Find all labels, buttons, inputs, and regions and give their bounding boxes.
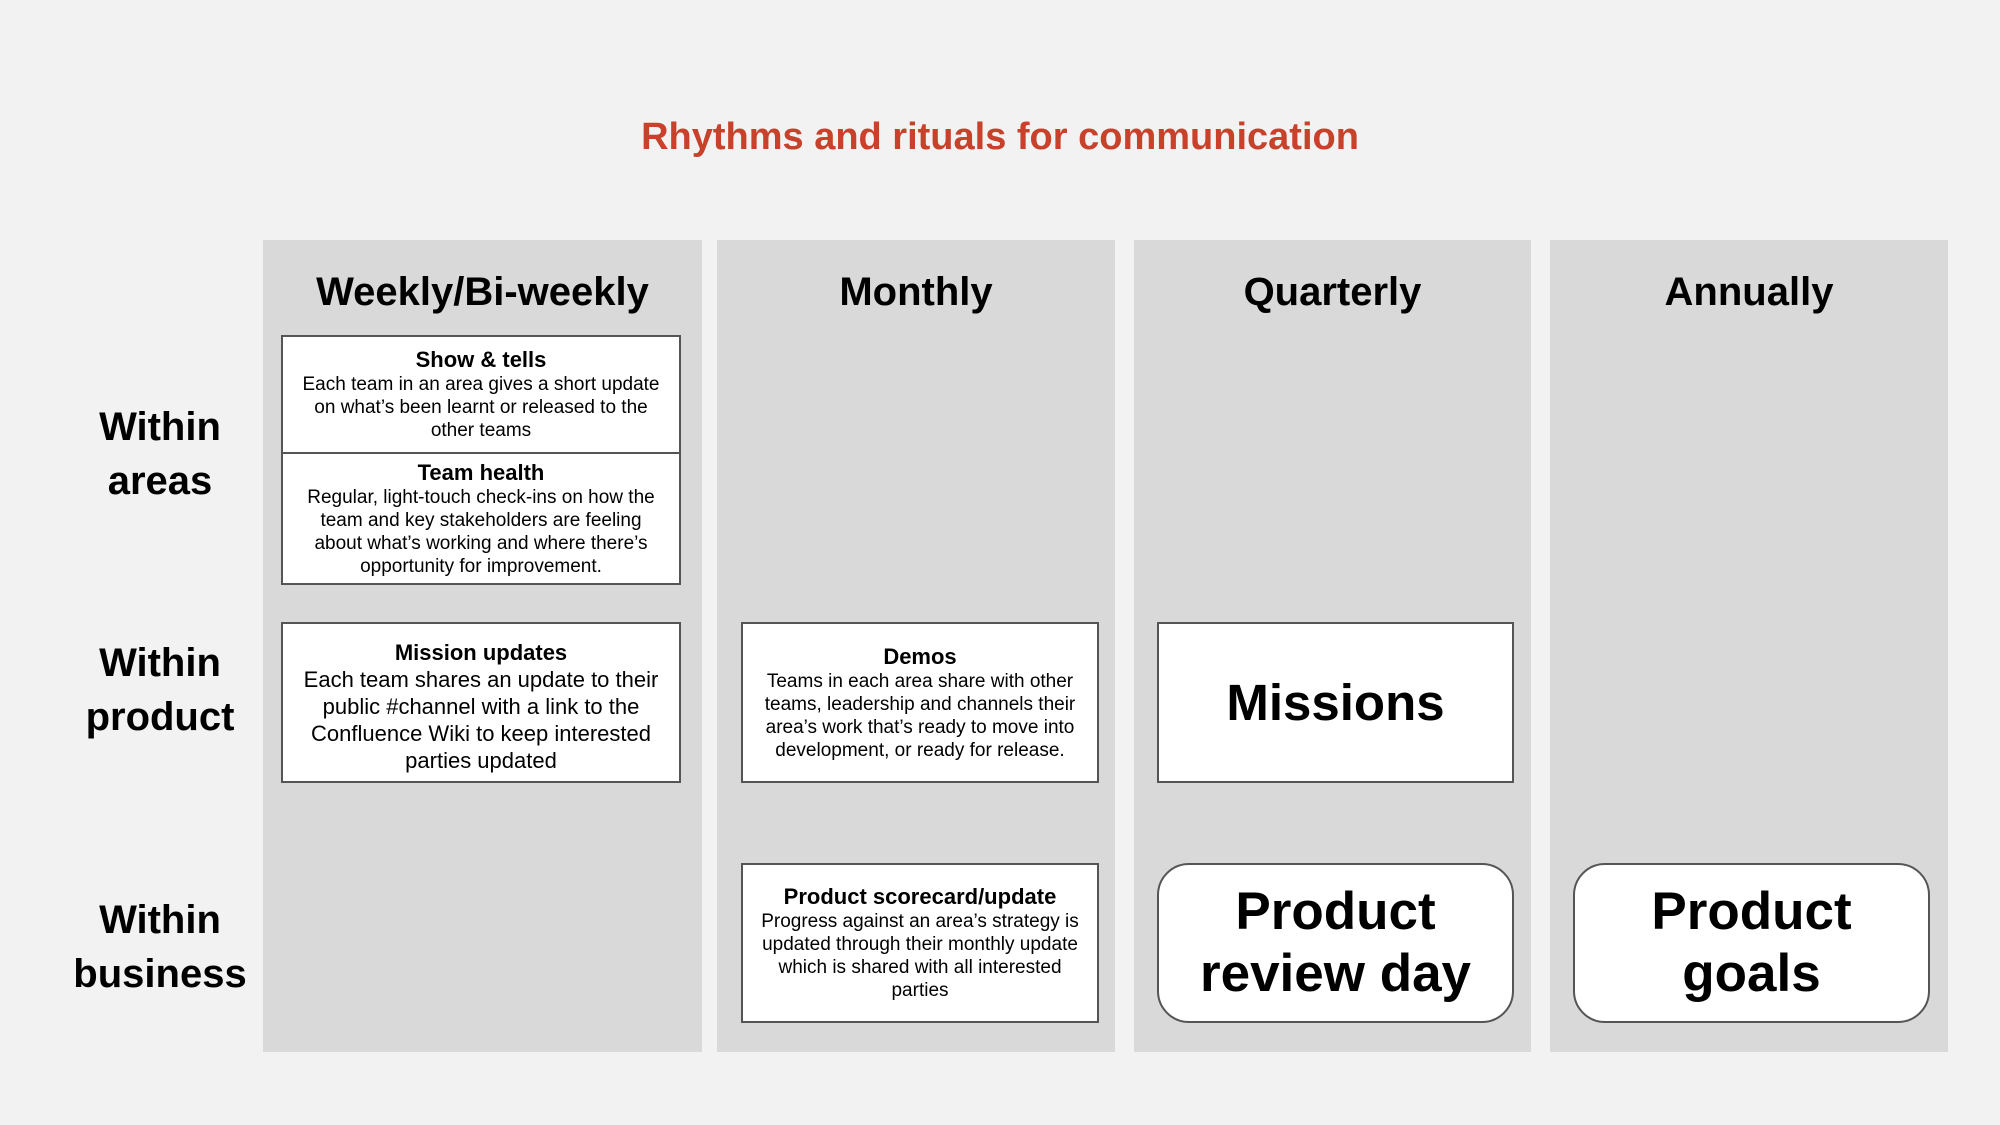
card-title: Product scorecard/update [783,884,1057,909]
column-header-annually: Annually [1664,270,1834,314]
row-label-line: areas [107,459,213,503]
card-mission-updates: Mission updates Each team shares an upda… [281,622,681,783]
row-label-line: product [85,695,235,739]
card-title: Show & tells [415,347,547,372]
card-team-health: Team health Regular, light-touch check-i… [281,452,681,585]
card-show-tells: Show & tells Each team in an area gives … [281,335,681,454]
card-body: Teams in each area share with other team… [764,670,1076,761]
card-line: review day [1199,944,1472,1003]
page-title: Rhythms and rituals for communication [641,116,1359,158]
card-body: Progress against an area’s strategy is u… [761,911,1079,1001]
card-title: Missions [1226,673,1445,731]
row-label-areas: Within areas [40,400,280,508]
row-label-business: Within business [40,893,280,1001]
card-demos: Demos Teams in each area share with othe… [741,622,1099,783]
row-label-line: Within [99,898,221,942]
card-product-goals: Product goals [1573,863,1930,1023]
card-line: Product [1235,882,1436,941]
card-body: Each team shares an update to their publ… [303,666,659,773]
card-product-review-day: Product review day [1157,863,1514,1023]
row-label-product: Within product [40,636,280,744]
card-missions: Missions [1157,622,1514,783]
card-title: Mission updates [394,639,568,665]
column-header-monthly: Monthly [839,270,993,314]
card-product-scorecard: Product scorecard/update Progress agains… [741,863,1099,1023]
row-label-line: Within [99,641,221,685]
card-body: Regular, light-touch check-ins on how th… [307,486,655,577]
card-title: Demos [883,643,957,669]
column-header-weekly: Weekly/Bi-weekly [316,270,649,314]
row-label-line: Within [99,405,221,449]
column-header-quarterly: Quarterly [1243,270,1422,314]
card-body: Each team in an area gives a short updat… [302,374,660,441]
row-label-line: business [73,952,247,996]
card-line: Product [1651,882,1852,941]
card-line: goals [1682,944,1821,1003]
card-title: Team health [417,459,545,485]
